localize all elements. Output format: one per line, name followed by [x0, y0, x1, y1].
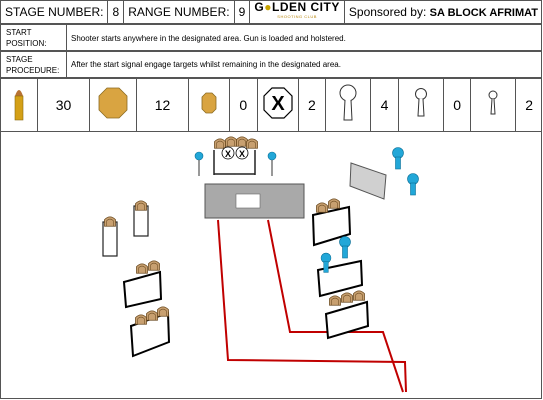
- sponsor: Sponsored by: SA BLOCK AFRIMAT: [343, 0, 542, 24]
- no-shoot-count: 2: [297, 77, 327, 132]
- medium-popper-count: 0: [442, 77, 472, 132]
- left-barricade-upper: [122, 260, 163, 309]
- small-popper: [194, 151, 204, 176]
- target: [246, 138, 258, 149]
- right-wall: [349, 162, 387, 200]
- large-octagon-count: 12: [136, 77, 190, 132]
- small-popper-count: 2: [515, 77, 542, 132]
- sponsor-name: SA BLOCK AFRIMAT: [429, 7, 538, 19]
- stage-procedure-text: After the start signal engage targets wh…: [66, 50, 542, 79]
- central-barricade: [204, 183, 305, 219]
- no-shoot-target: X: [221, 146, 235, 160]
- medium-popper-icon: [397, 77, 444, 132]
- shooting-area-boundary: [217, 219, 407, 393]
- range-number-label: RANGE NUMBER:: [123, 0, 235, 24]
- large-popper: [407, 173, 419, 196]
- right-barricade-upper: [311, 198, 352, 247]
- sponsor-prefix: Sponsored by:: [348, 5, 427, 19]
- target-stand: [133, 200, 149, 237]
- svg-text:X: X: [239, 149, 245, 159]
- stage-header: STAGE NUMBER: 8 RANGE NUMBER: 9 G●LDEN C…: [0, 0, 542, 24]
- stage-number-value: 8: [107, 0, 125, 24]
- small-popper: [267, 151, 277, 176]
- bullet-icon: [0, 77, 38, 132]
- club-logo-title: G●LDEN CITY: [254, 0, 340, 14]
- no-shoot-target-icon: X: [256, 77, 299, 132]
- large-popper-count: 4: [370, 77, 399, 132]
- top-target-group: X X: [213, 136, 258, 175]
- shooting-area-boundary-right: [267, 219, 404, 393]
- left-stand-targets: [102, 200, 149, 257]
- large-octagon-target-icon: [89, 77, 138, 132]
- small-octagon-target-icon: [188, 77, 231, 132]
- no-shoot-target: X: [235, 146, 249, 160]
- small-popper-icon: [470, 77, 517, 132]
- stage-diagram: X X: [102, 136, 419, 393]
- club-logo-subtitle: SHOOTING CLUB: [277, 14, 317, 19]
- small-octagon-count: 0: [229, 77, 258, 132]
- start-position-text: Shooter starts anywhere in the designate…: [66, 24, 542, 52]
- svg-text:X: X: [271, 93, 285, 115]
- target: [214, 138, 226, 149]
- svg-text:X: X: [225, 149, 231, 159]
- left-barricade-lower: [129, 306, 171, 358]
- target: [225, 136, 237, 147]
- right-barricade-middle: [316, 236, 364, 298]
- large-popper: [392, 147, 404, 170]
- target-counts: 30 12 0 X 2 4: [0, 77, 542, 132]
- rounds-count: 30: [36, 77, 91, 132]
- stage-number-label: STAGE NUMBER:: [0, 0, 109, 24]
- large-popper-icon: [325, 77, 372, 132]
- target-stand: [102, 216, 118, 257]
- range-number-value: 9: [233, 0, 251, 24]
- target: [236, 136, 248, 147]
- right-barricade-lower: [324, 290, 370, 340]
- club-logo: G●LDEN CITY SHOOTING CLUB: [249, 0, 345, 24]
